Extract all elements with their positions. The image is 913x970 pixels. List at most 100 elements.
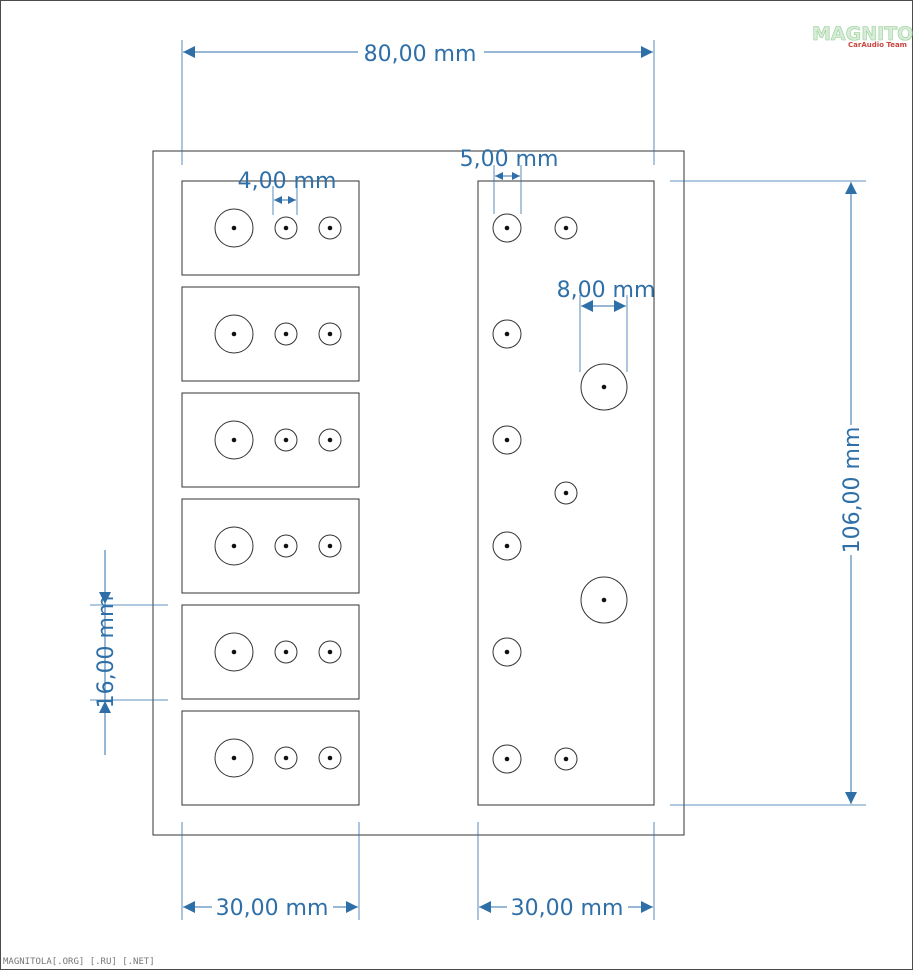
right-column-hole-2-ring xyxy=(492,319,522,349)
module-outline xyxy=(181,604,360,700)
module-small-hole-center xyxy=(327,437,333,443)
module-large-hole xyxy=(214,208,254,248)
right-large-hole-lower xyxy=(580,576,628,624)
module-large-hole-center xyxy=(231,755,237,761)
module-large-hole xyxy=(214,526,254,566)
panel-outline xyxy=(152,150,685,836)
module-small-hole xyxy=(274,640,298,664)
module-3 xyxy=(181,392,360,488)
module-small-hole-ring xyxy=(318,428,342,452)
right-column-hole-2 xyxy=(492,319,522,349)
module-small-hole-ring xyxy=(274,640,298,664)
module-small-hole-ring xyxy=(318,216,342,240)
dim-total-height-label: 106,00 mm xyxy=(840,427,865,554)
right-large-hole-upper-center xyxy=(601,384,607,390)
module-large-hole-center xyxy=(231,331,237,337)
module-small-hole xyxy=(274,534,298,558)
module-2 xyxy=(181,286,360,382)
module-large-hole-ring xyxy=(214,526,254,566)
dim-left-column-width-label: 30,00 mm xyxy=(216,896,329,921)
module-small-hole-center xyxy=(327,225,333,231)
module-outline xyxy=(181,180,360,276)
right-column-hole-5 xyxy=(492,637,522,667)
right-column-hole-6-ring xyxy=(492,744,522,774)
logo-text: MAGNITOLA xyxy=(812,23,913,45)
right-column-hole-4-ring xyxy=(492,531,522,561)
right-column-hole-6 xyxy=(492,744,522,774)
module-small-hole-center xyxy=(283,437,289,443)
module-small-hole-ring xyxy=(274,428,298,452)
right-small-hole-bottom-center xyxy=(563,756,569,762)
dim-hole-diameter-label: 8,00 mm xyxy=(557,278,656,303)
left-module-group xyxy=(181,180,360,806)
right-column-hole-1 xyxy=(492,213,522,243)
module-outline xyxy=(181,392,360,488)
module-small-hole-center xyxy=(327,649,333,655)
module-large-hole-center xyxy=(231,649,237,655)
module-4 xyxy=(181,498,360,594)
right-small-hole-top xyxy=(554,216,578,240)
module-small-hole-ring xyxy=(318,534,342,558)
dimension-lines xyxy=(99,46,857,913)
module-large-hole xyxy=(214,420,254,460)
module-large-hole-ring xyxy=(214,632,254,672)
right-small-hole-top-ring xyxy=(554,216,578,240)
module-small-hole-ring xyxy=(274,746,298,770)
module-large-hole-center xyxy=(231,543,237,549)
module-small-hole-ring xyxy=(318,322,342,346)
module-small-hole xyxy=(318,322,342,346)
right-large-hole-lower-center xyxy=(601,597,607,603)
right-column-hole-2-center xyxy=(504,331,510,337)
module-small-hole-ring xyxy=(274,322,298,346)
module-large-hole-ring xyxy=(214,738,254,778)
module-small-hole xyxy=(318,216,342,240)
module-5 xyxy=(181,604,360,700)
module-small-hole xyxy=(274,322,298,346)
module-small-hole-ring xyxy=(274,216,298,240)
right-column-hole-4 xyxy=(492,531,522,561)
right-column-hole-1-ring xyxy=(492,213,522,243)
right-small-hole-middle-ring xyxy=(554,481,578,505)
right-column-hole-3 xyxy=(492,425,522,455)
module-small-hole-center xyxy=(283,649,289,655)
module-small-hole-ring xyxy=(274,534,298,558)
module-small-hole xyxy=(274,428,298,452)
module-large-hole-ring xyxy=(214,208,254,248)
dim-module-height-label: 16,00 mm xyxy=(94,596,119,709)
logo-subtitle: CarAudio Team xyxy=(848,41,907,49)
module-small-hole-center xyxy=(327,331,333,337)
module-small-hole xyxy=(274,216,298,240)
module-small-hole-center xyxy=(283,543,289,549)
module-small-hole-center xyxy=(283,225,289,231)
right-large-hole-upper-ring xyxy=(580,363,628,411)
right-small-hole-top-center xyxy=(563,225,569,231)
right-column-hole-5-center xyxy=(504,649,510,655)
module-small-hole-center xyxy=(327,543,333,549)
right-large-hole-lower-ring xyxy=(580,576,628,624)
right-board-outline xyxy=(477,180,655,806)
right-small-hole-bottom xyxy=(554,747,578,771)
dim-spacing-small-label: 4,00 mm xyxy=(238,169,337,194)
dim-spacing-right-label: 5,00 mm xyxy=(460,147,559,172)
module-small-hole-center xyxy=(283,755,289,761)
module-small-hole-center xyxy=(327,755,333,761)
module-large-hole xyxy=(214,738,254,778)
module-small-hole xyxy=(274,746,298,770)
module-small-hole-ring xyxy=(318,640,342,664)
module-outline xyxy=(181,286,360,382)
right-column-hole-5-ring xyxy=(492,637,522,667)
right-small-hole-middle xyxy=(554,481,578,505)
right-column-hole-3-ring xyxy=(492,425,522,455)
module-large-hole-ring xyxy=(214,420,254,460)
module-large-hole-ring xyxy=(214,314,254,354)
module-large-hole xyxy=(214,632,254,672)
module-6 xyxy=(181,710,360,806)
module-small-hole xyxy=(318,640,342,664)
module-outline xyxy=(181,710,360,806)
module-1 xyxy=(181,180,360,276)
module-small-hole-ring xyxy=(318,746,342,770)
module-large-hole xyxy=(214,314,254,354)
right-large-hole-upper xyxy=(580,363,628,411)
module-small-hole-center xyxy=(283,331,289,337)
